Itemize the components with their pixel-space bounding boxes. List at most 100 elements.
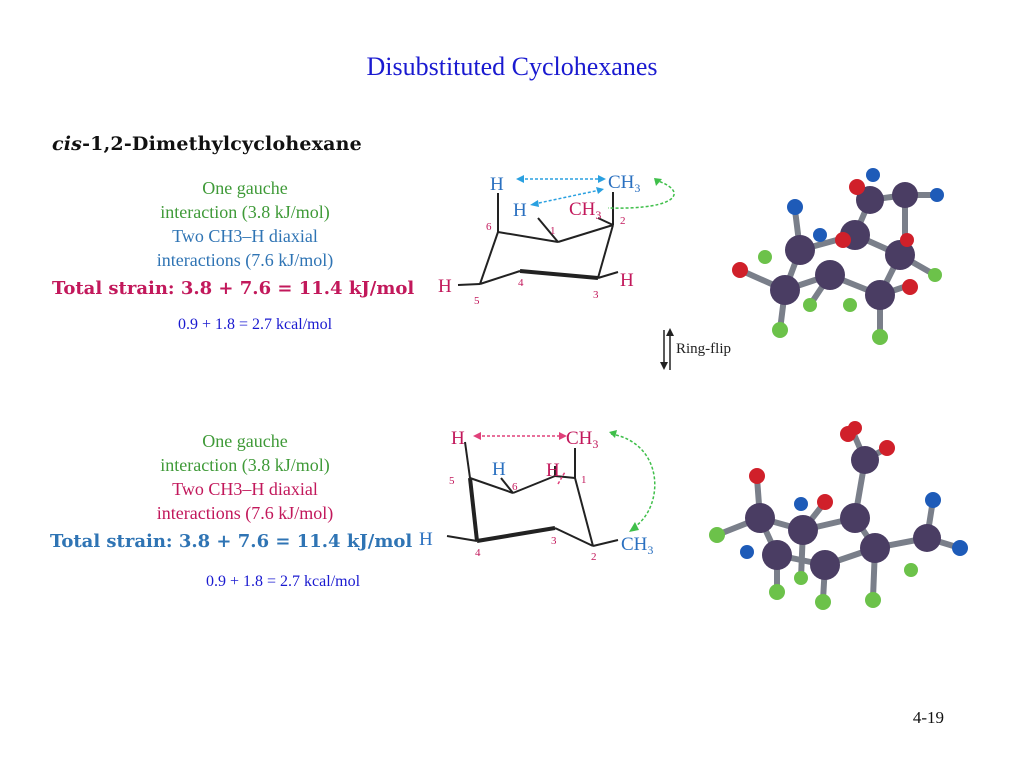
- top-line-3: Two CH3–H diaxial: [172, 226, 318, 246]
- ring-bond-6-5: [479, 231, 499, 285]
- carbon-number-4: 4: [475, 547, 481, 559]
- ring-bond-6-1: [497, 231, 559, 243]
- carbon-atom: [785, 235, 815, 265]
- ring-bond-3-2: [554, 527, 594, 547]
- ring-bond-5-6: [469, 477, 514, 494]
- eq-bond-1-h: [537, 217, 559, 243]
- label-h-left: H: [419, 529, 433, 550]
- carbon-atom: [788, 515, 818, 545]
- ring-bond-5-4: [479, 270, 521, 285]
- ring-bond-4-3: [476, 526, 556, 543]
- red-atom: [749, 468, 765, 484]
- hydrogen-atom: [872, 329, 888, 345]
- ring-bond-4-3: [519, 269, 599, 280]
- carbon-number-5: 5: [449, 475, 455, 487]
- label-h-left: H: [438, 276, 452, 297]
- carbon-atom: [913, 524, 941, 552]
- carbon-number-3: 3: [551, 535, 557, 547]
- red-atom: [849, 179, 865, 195]
- bottom-chair-structure: H CH3 H H H CH3 1 2 3 4 5 6: [419, 428, 656, 563]
- bottom-ball-stick-model: [709, 421, 968, 610]
- bottom-kcal: 0.9 + 1.8 = 2.7 kcal/mol: [206, 573, 361, 590]
- ring-bond-1-top: [554, 475, 576, 479]
- hydrogen-atom: [803, 298, 817, 312]
- carbon-number-6: 6: [486, 221, 492, 233]
- hydrogen-atom: [815, 594, 831, 610]
- top-total-strain: Total strain: 3.8 + 7.6 = 11.4 kJ/mol: [52, 278, 415, 299]
- page-title: Disubstituted Cyclohexanes: [366, 52, 658, 81]
- red-atom: [732, 262, 748, 278]
- eq-bond-4-h: [446, 535, 478, 542]
- top-ball-stick-model: [732, 168, 944, 345]
- red-atom: [817, 494, 833, 510]
- green-arrowhead: [654, 178, 662, 186]
- label-ch3-eq: CH3: [569, 199, 601, 222]
- carbon-atom: [815, 260, 845, 290]
- label-ch3-top: CH3: [566, 428, 598, 451]
- arrowhead-mid-right: [596, 187, 604, 194]
- carbon-atom: [810, 550, 840, 580]
- blue-atom: [740, 545, 754, 559]
- carbon-number-3: 3: [593, 289, 599, 301]
- hydrogen-atom: [904, 563, 918, 577]
- bottom-line-3: Two CH3–H diaxial: [172, 479, 318, 499]
- label-h-mid1: H: [492, 459, 506, 480]
- carbon-atom: [860, 533, 890, 563]
- pink-arrow-short: [557, 471, 566, 485]
- blue-atom: [813, 228, 827, 242]
- label-ch3-bottom: CH3: [621, 534, 653, 557]
- label-ch3-axial: CH3: [608, 172, 640, 195]
- hydrogen-atom: [769, 584, 785, 600]
- ring-bond-1-2: [557, 224, 614, 243]
- hydrogen-atom: [794, 571, 808, 585]
- hydrogen-atom: [865, 592, 881, 608]
- top-line-1: One gauche: [202, 178, 288, 198]
- top-line-4: interactions (7.6 kJ/mol): [156, 250, 334, 270]
- blue-atom: [952, 540, 968, 556]
- carbon-atom: [770, 275, 800, 305]
- bottom-line-2: interaction (3.8 kJ/mol): [160, 455, 330, 475]
- hydrogen-atom: [772, 322, 788, 338]
- red-atom: [900, 233, 914, 247]
- green-arrow: [607, 179, 675, 209]
- ring-bond-2-3: [597, 224, 614, 279]
- red-atom: [835, 232, 851, 248]
- green-arrowhead-top: [609, 430, 617, 438]
- label-h-axial: H: [490, 174, 504, 195]
- blue-atom: [930, 188, 944, 202]
- hydrogen-atom: [928, 268, 942, 282]
- red-atom: [848, 421, 862, 435]
- green-arrow-bottom: [610, 433, 656, 529]
- eq-bond-2-ch3: [592, 539, 619, 547]
- carbon-atom: [745, 503, 775, 533]
- label-h-mid2: H: [546, 460, 560, 481]
- carbon-number-1: 1: [581, 474, 587, 486]
- ring-flip-label: Ring-flip: [676, 341, 731, 357]
- blue-atom: [925, 492, 941, 508]
- blue-arrow-mid: [533, 189, 601, 205]
- page-number: 4-19: [912, 708, 944, 727]
- arrowhead-left: [516, 175, 524, 183]
- red-atom: [879, 440, 895, 456]
- ring-bond-6-1: [512, 475, 556, 494]
- ring-flip-arrows: [660, 328, 674, 370]
- bottom-line-4: interactions (7.6 kJ/mol): [156, 503, 334, 523]
- carbon-number-2: 2: [591, 551, 597, 563]
- arrowhead-right: [598, 175, 606, 183]
- eq-bond-6: [500, 477, 514, 494]
- carbon-atom: [840, 503, 870, 533]
- blue-atom: [787, 199, 803, 215]
- ring-bond-1-2: [574, 477, 594, 547]
- label-h-right: H: [620, 270, 634, 291]
- ring-bond-5-4: [468, 477, 479, 542]
- carbon-atom: [762, 540, 792, 570]
- label-h-eq: H: [513, 200, 527, 221]
- carbon-atom: [865, 280, 895, 310]
- hydrogen-atom: [758, 250, 772, 264]
- eq-bond-5-h: [457, 283, 481, 286]
- top-chair-structure: H CH3 H CH3 H H 1 2 3 4 5 6: [438, 172, 675, 307]
- arrowhead-mid-left: [530, 200, 539, 207]
- top-kcal: 0.9 + 1.8 = 2.7 kcal/mol: [178, 316, 333, 333]
- compound-name: cis-1,2-Dimethylcyclohexane: [52, 133, 362, 155]
- pink-arrowhead-right: [559, 432, 567, 440]
